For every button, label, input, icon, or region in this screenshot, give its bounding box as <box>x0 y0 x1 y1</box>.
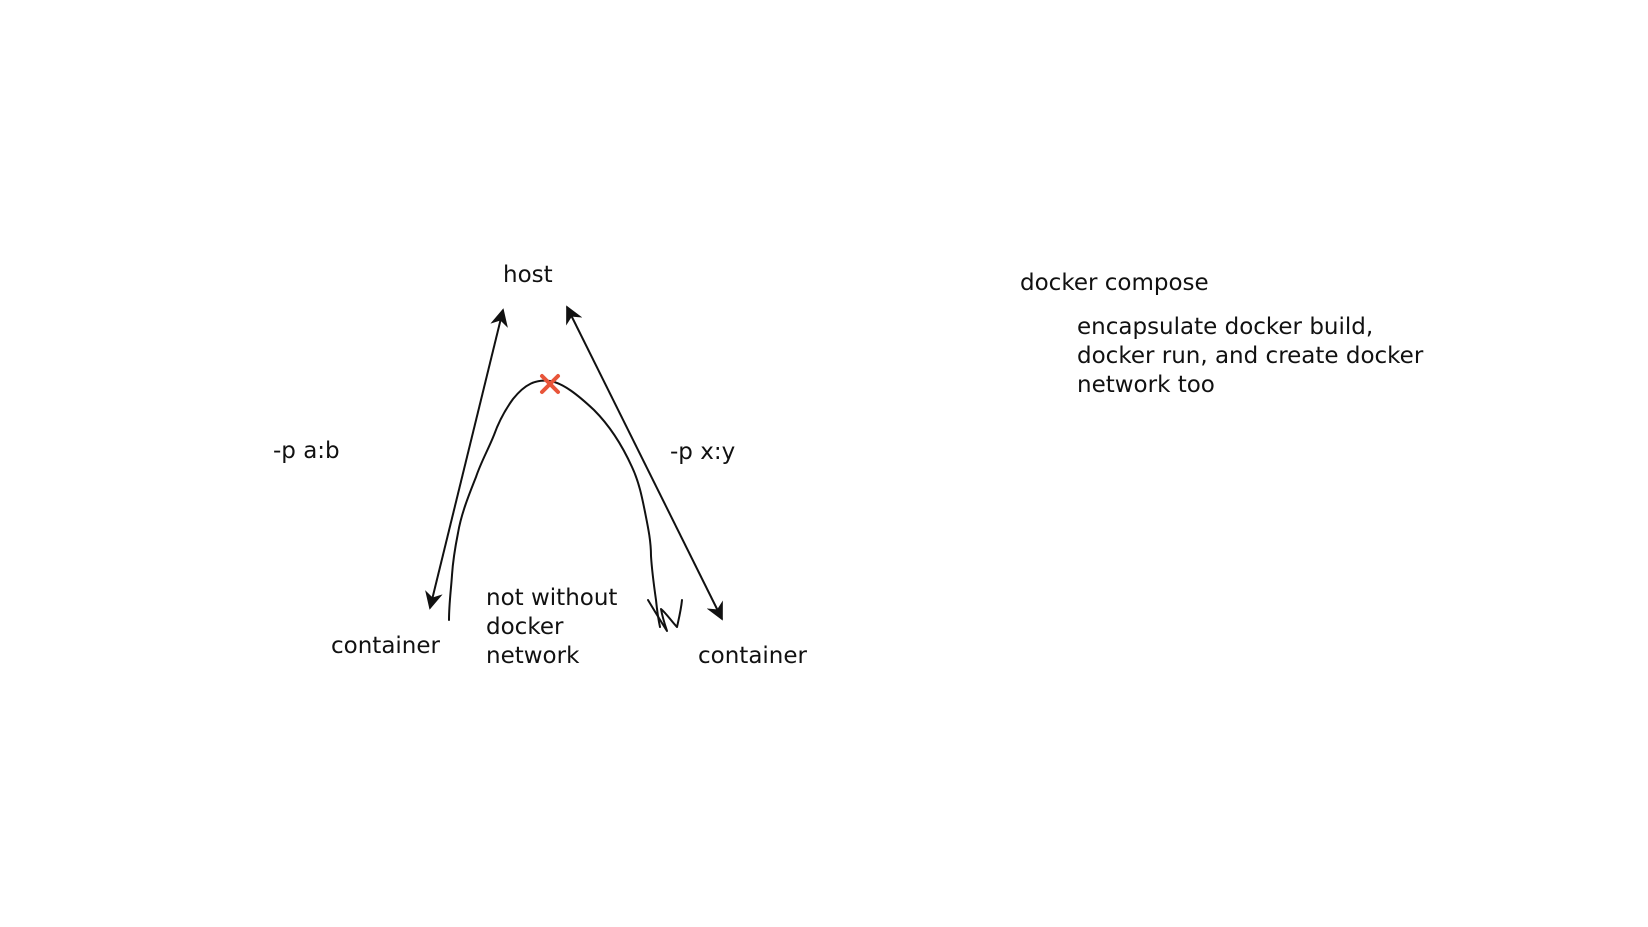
right-port-arrow <box>566 305 723 621</box>
container-to-container-arc <box>448 379 661 628</box>
blocked-note-line: not without <box>486 585 618 611</box>
container-right-node-label: container <box>698 643 807 669</box>
container-left-node-label: container <box>331 633 440 659</box>
blocked-path-note: not without docker network <box>486 584 646 671</box>
compose-desc-line: network too <box>1077 372 1215 398</box>
docker-compose-title: docker compose <box>1020 270 1209 296</box>
arc-end-scribble <box>647 599 683 632</box>
host-node-label: host <box>503 262 553 288</box>
right-port-mapping-label: -p x:y <box>670 439 736 465</box>
compose-desc-line: docker run, and create docker <box>1077 343 1424 369</box>
left-port-arrow <box>425 308 508 610</box>
docker-compose-description: encapsulate docker build, docker run, an… <box>1077 313 1477 400</box>
blocked-note-line: network <box>486 643 580 669</box>
left-port-mapping-label: -p a:b <box>273 438 340 464</box>
compose-desc-line: encapsulate docker build, <box>1077 314 1374 340</box>
blocked-note-line: docker <box>486 614 564 640</box>
cross-mark-icon <box>540 374 560 394</box>
